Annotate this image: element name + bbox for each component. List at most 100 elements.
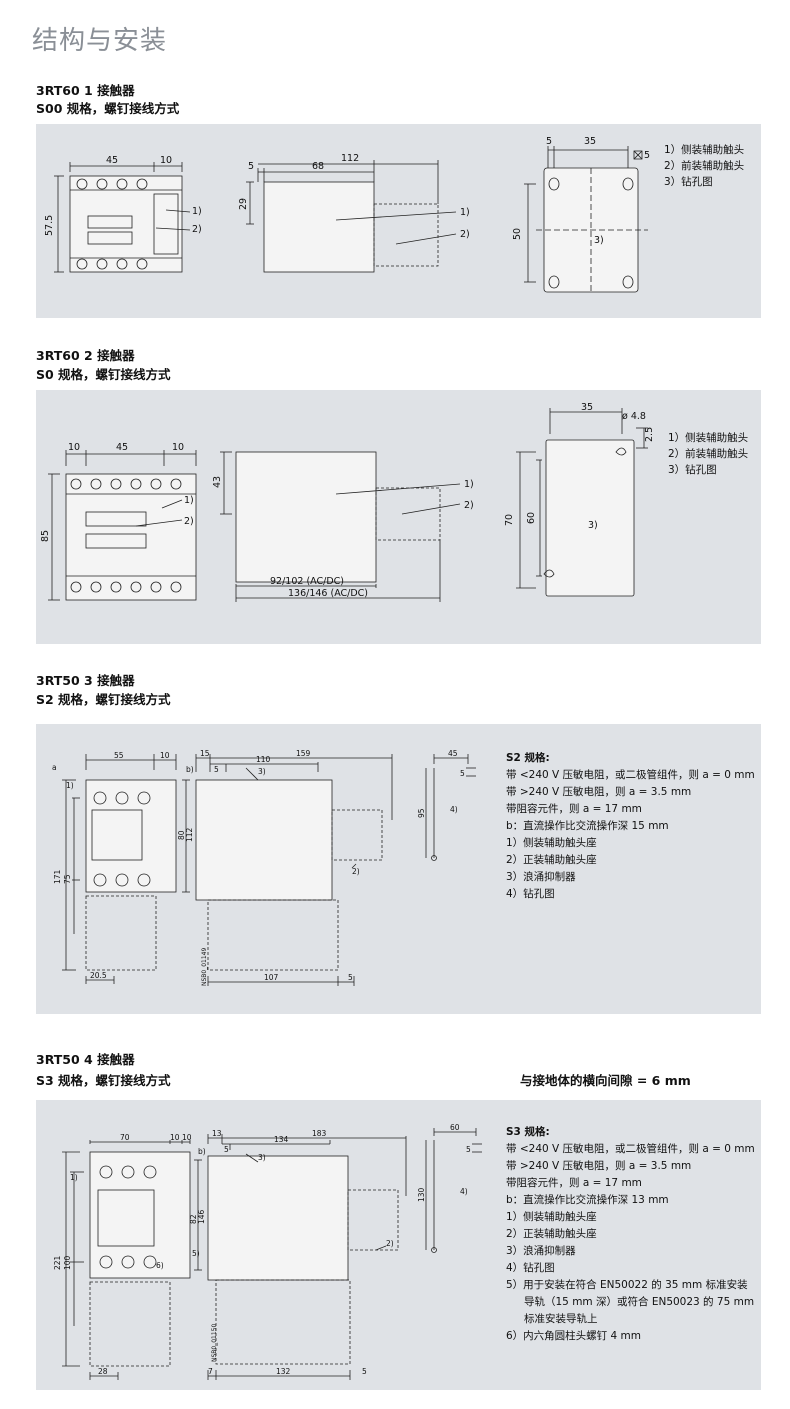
front-view [54,162,191,273]
legend-item: 6）内六角圆柱头螺钉 4 mm [506,1330,641,1342]
side-view [207,1134,407,1380]
dim-label: ø 4.8 [622,411,646,422]
drilling-plan [516,408,648,597]
dim-label: 45 [116,442,128,453]
callout: 2) [184,516,194,527]
clearance-note: 与接地体的横向间隙 = 6 mm [520,1073,691,1088]
section-title: 3RT50 3 接触器 [36,673,135,688]
dim-label: 221 [53,1255,62,1270]
front-view [62,1140,202,1380]
legend-item: 1）侧装辅助触头座 [506,837,597,849]
dim-label: 55 [114,751,124,760]
legend-item: 4）钻孔图 [506,888,555,900]
dim-label: 100 [63,1255,72,1270]
dim-label: 136/146 (AC/DC) [288,588,368,599]
legend-item: 1）侧装辅助触头座 [506,1211,597,1223]
dim-label: b) [186,765,194,774]
legend-item: 标准安装导轨上 [524,1313,598,1325]
dim-label: a [52,763,57,772]
section-title: 3RT60 2 接触器 [36,348,135,363]
side-view [246,160,457,273]
callout: 3) [588,520,598,531]
legend-item: 带 <240 V 压敏电阻，或二极管组件，则 a = 0 mm [506,769,755,781]
dim-label: 57.5 [44,215,55,236]
dim-label: 10 [172,442,184,453]
callout: 4) [450,805,458,814]
legend-item: 1）侧装辅助触头 [668,432,749,444]
dim-label: 10 [160,155,172,166]
dim-label: 75 [63,874,72,884]
drilling-plan [425,754,476,861]
legend-item: b：直流操作比交流操作深 15 mm [506,820,669,832]
legend-item: b：直流操作比交流操作深 13 mm [506,1194,669,1206]
callout: 2) [464,500,474,511]
drilling-plan [425,1128,482,1253]
callout: 4) [460,1187,468,1196]
page-title: 结构与安装 [32,26,168,56]
dim-label: 5 [362,1367,367,1376]
dim-label: 183 [312,1129,327,1138]
dim-label: 159 [296,749,311,758]
dim-label: 45 [106,155,118,166]
callout: 1) [192,206,202,217]
dimension-drawing: 10 45 10 85 43 92/102 (AC/DC) 136/146 (A… [40,402,655,602]
callout: 1) [460,207,470,218]
dim-label: 10 [68,442,80,453]
dim-label: 43 [212,476,223,488]
dim-label: 28 [98,1367,108,1376]
dim-label: NSB0_01150 [211,1324,218,1363]
drawing-panel-s00: 45 10 57.5 112 68 5 29 5 35 5 50 1) 2) 1… [36,124,761,318]
dim-label: 5 [214,765,219,774]
dim-label: 80 [177,830,186,840]
callout: 5) [192,1249,200,1258]
section-subtitle: S00 规格，螺钉接线方式 [36,101,180,116]
dim-label: 70 [504,514,515,526]
legend-item: 带阻容元件，则 a = 17 mm [506,1177,642,1189]
dim-label: 146 [197,1209,206,1224]
dim-label: 110 [256,755,271,764]
legend: 1）侧装辅助触头 2）前装辅助触头 3）钻孔图 [668,430,748,478]
callout: 3) [594,235,604,246]
dim-label: 10 [182,1133,192,1142]
dim-label: 112 [341,153,359,164]
dim-label: 70 [120,1133,130,1142]
callout: 2) [460,229,470,240]
legend-title: S2 规格: [506,752,550,764]
dim-label: 20.5 [90,971,107,980]
dim-label: 13 [212,1129,222,1138]
dim-label: 112 [185,827,194,842]
legend-item: 带阻容元件，则 a = 17 mm [506,803,642,815]
legend-item: 2）正装辅助触头座 [506,854,597,866]
callout: 3) [258,1153,266,1162]
legend-item: 3）浪涌抑制器 [506,871,576,883]
dim-label: 35 [581,402,593,413]
dim-label: 45 [448,749,458,758]
section-subtitle: S3 规格，螺钉接线方式 [36,1073,171,1088]
dimension-drawing: 70 10 10 221 100 82 146 28 13 5 134 183 … [53,1123,482,1380]
dim-label: b) [198,1147,206,1156]
side-view [195,754,393,986]
dim-label: 10 [160,751,170,760]
drilling-plan [524,146,648,293]
legend-item: 3）浪涌抑制器 [506,1245,576,1257]
legend-item: 3）钻孔图 [668,464,717,476]
dim-label: 5 [460,769,465,778]
section-subtitle: S0 规格，螺钉接线方式 [36,367,171,382]
dim-label: 15 [200,749,210,758]
legend-item: 1）侧装辅助触头 [664,144,745,156]
dim-label: 134 [274,1135,289,1144]
callout: 1) [464,479,474,490]
dim-label: 2.5 [644,427,655,442]
side-view [220,451,461,602]
dim-label: 107 [264,973,279,982]
dim-label: 5 [644,150,650,161]
callout: 2) [192,224,202,235]
dim-label: 29 [238,198,249,210]
callout: 1) [66,781,74,790]
front-view [62,754,190,984]
legend-item: 带 <240 V 压敏电阻，或二极管组件，则 a = 0 mm [506,1143,755,1155]
dim-label: 5 [224,1145,229,1154]
legend-item: 导轨（15 mm 深）或符合 EN50023 的 75 mm [524,1296,755,1308]
dim-label: 132 [276,1367,291,1376]
dim-label: 82 [189,1214,198,1224]
